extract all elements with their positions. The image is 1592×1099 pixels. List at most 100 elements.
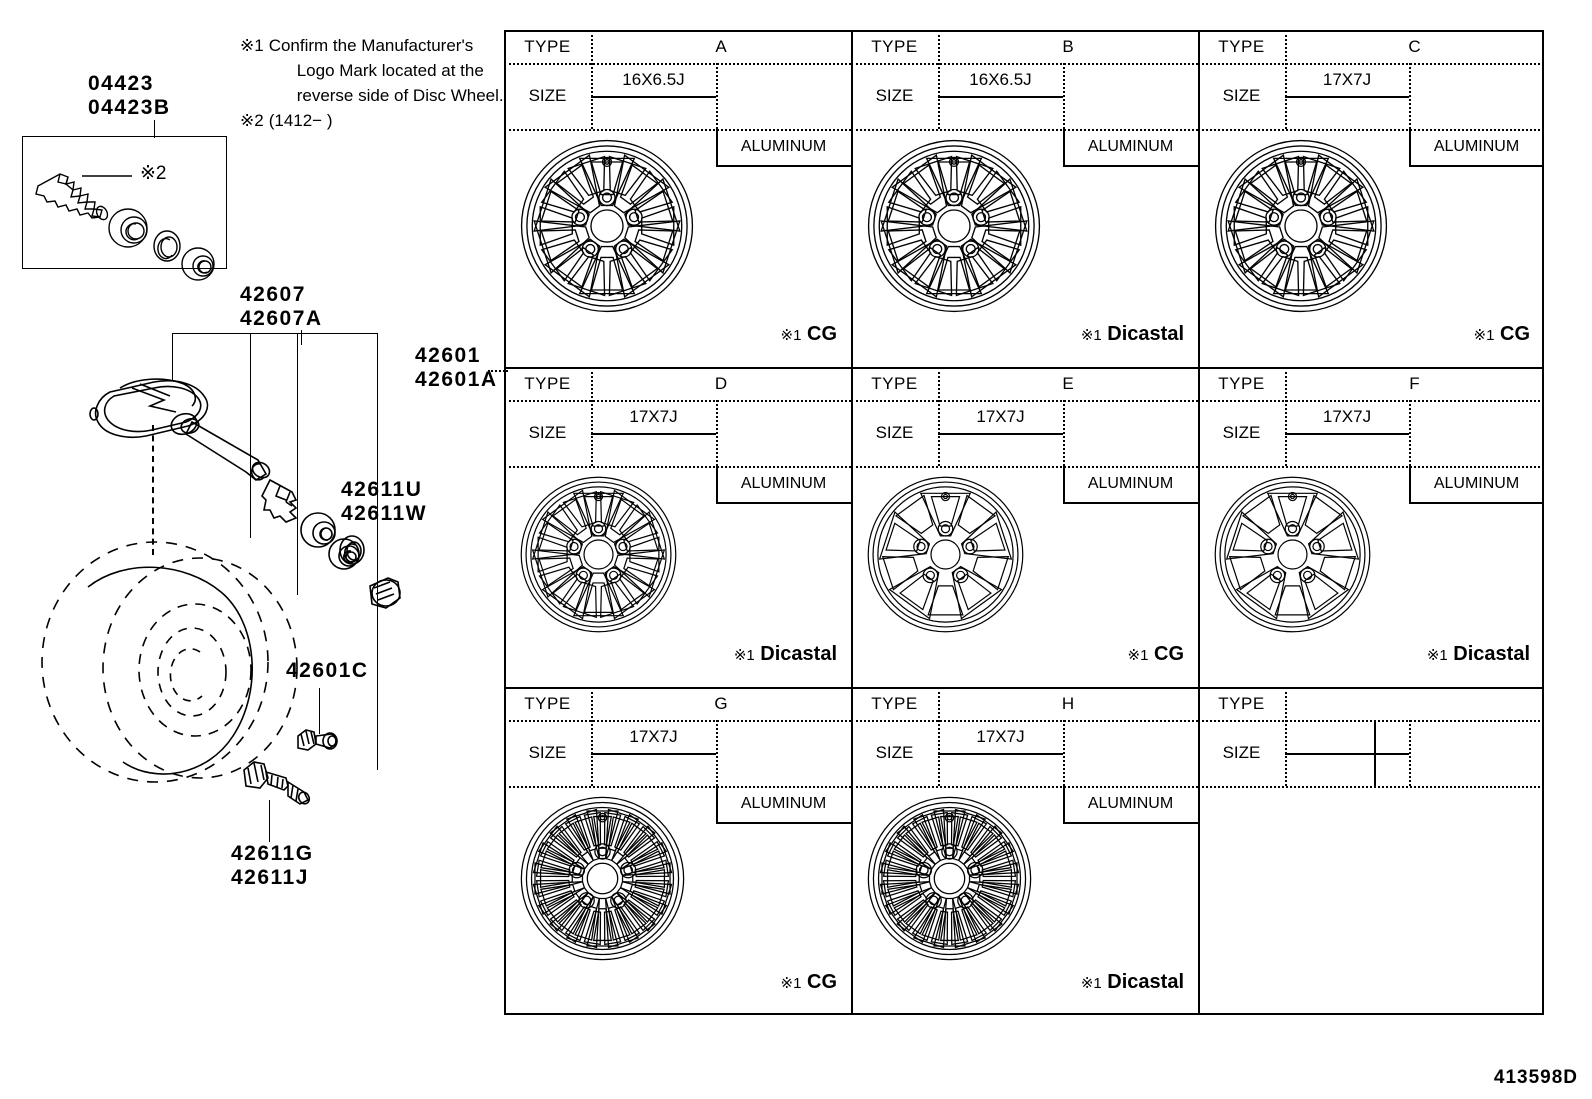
wheel-image-type-H xyxy=(865,794,1034,963)
diagram-id: 413598D xyxy=(1493,1067,1578,1088)
note-2-marker: ※2 xyxy=(240,111,264,130)
table-rule xyxy=(591,367,595,466)
label-42601-line1: 42601 xyxy=(415,344,481,367)
table-rule xyxy=(716,822,851,824)
note-1-line3: reverse side of Disc Wheel. xyxy=(296,86,504,105)
bracket-42607-arm1 xyxy=(172,333,173,381)
note-1-marker: ※1 xyxy=(240,36,264,55)
cell-size-label: SIZE xyxy=(875,743,914,762)
wheel-illustration xyxy=(867,139,1041,313)
cell-type-value: G xyxy=(714,693,728,713)
table-rule xyxy=(1198,687,1544,689)
label-04423-line1: 04423 xyxy=(88,72,154,95)
wheel-image-type-F xyxy=(1212,474,1373,635)
maker-mark: ※1 CG xyxy=(1128,643,1184,666)
cell-type-label: TYPE xyxy=(1218,373,1265,393)
table-rule xyxy=(1198,687,1200,1015)
wheel-image-type-B xyxy=(865,137,1043,315)
maker-mark: ※1 Dicastal xyxy=(734,643,837,666)
table-rule xyxy=(1063,400,1067,466)
table-rule xyxy=(1198,400,1544,404)
table-rule xyxy=(851,129,1198,133)
maker-mark: ※1 CG xyxy=(781,971,837,994)
table-rule xyxy=(1409,400,1413,466)
table-rule xyxy=(938,367,942,466)
leader-42601C xyxy=(319,688,320,734)
table-rule xyxy=(1198,63,1544,67)
cell-material-value: ALUMINUM xyxy=(1433,475,1520,492)
wheel-image-type-G xyxy=(518,794,687,963)
table-rule xyxy=(1409,466,1411,502)
table-rule xyxy=(1285,687,1289,786)
wheel-image-type-A xyxy=(518,137,696,315)
maker-name: CG xyxy=(1148,643,1184,665)
maker-marker: ※1 xyxy=(1426,647,1448,664)
wheel-illustration xyxy=(520,139,694,313)
table-rule xyxy=(1198,30,1200,367)
cell-size-label: SIZE xyxy=(1222,743,1261,762)
note-2-line1: (1412− ) xyxy=(268,111,333,130)
table-rule xyxy=(851,367,1198,369)
wheel-illustration xyxy=(520,796,685,961)
table-rule xyxy=(1374,720,1376,788)
cell-type-label: TYPE xyxy=(871,693,918,713)
table-rule xyxy=(504,30,506,1015)
table-rule xyxy=(504,1013,1544,1015)
cell-type-value: E xyxy=(1062,373,1074,393)
maker-name: CG xyxy=(801,323,837,345)
leader-42601 xyxy=(488,370,508,372)
table-rule xyxy=(504,129,851,133)
cell-size-label: SIZE xyxy=(528,86,567,105)
table-rule xyxy=(938,433,1063,435)
note-1-line2: Logo Mark located at the xyxy=(296,61,484,80)
cell-size-label: SIZE xyxy=(1222,86,1261,105)
table-rule xyxy=(716,466,718,502)
table-rule xyxy=(716,786,718,822)
tpms-sensor-illustration xyxy=(89,378,365,565)
label-42601C: 42601C xyxy=(286,659,369,683)
table-rule xyxy=(716,63,720,129)
maker-name: CG xyxy=(1494,323,1530,345)
table-rule xyxy=(591,96,716,98)
label-42611G-line2: 42611J xyxy=(231,866,309,889)
table-rule xyxy=(1285,30,1289,129)
table-rule xyxy=(504,367,851,369)
table-rule xyxy=(1063,786,1065,822)
table-rule xyxy=(1063,502,1198,504)
maker-marker: ※1 xyxy=(1080,327,1102,344)
table-rule xyxy=(716,165,851,167)
table-rule xyxy=(851,63,1198,67)
label-42611U: 42611U 42611W xyxy=(341,478,427,526)
table-rule xyxy=(591,687,595,786)
maker-name: Dicastal xyxy=(1101,971,1184,993)
label-42611G-line1: 42611G xyxy=(231,842,314,865)
cell-type-value: D xyxy=(714,373,728,393)
table-rule xyxy=(504,466,851,470)
table-rule xyxy=(851,687,1198,689)
cell-type-value: H xyxy=(1061,693,1075,713)
wheel-illustration xyxy=(1214,139,1388,313)
label-04423-line2: 04423B xyxy=(88,96,171,119)
cell-type-value: B xyxy=(1062,36,1074,56)
wheel-illustration xyxy=(867,796,1032,961)
table-rule xyxy=(716,502,851,504)
cell-size-label: SIZE xyxy=(528,423,567,442)
table-rule xyxy=(1285,96,1409,98)
cell-type-label: TYPE xyxy=(1218,36,1265,56)
leader-04423 xyxy=(154,120,155,138)
cell-material-value: ALUMINUM xyxy=(1433,138,1520,155)
wheel-image-type-D xyxy=(518,474,679,635)
table-rule xyxy=(716,400,720,466)
table-rule xyxy=(1063,63,1067,129)
table-rule xyxy=(1409,165,1544,167)
table-rule xyxy=(504,720,851,724)
label-42601-line2: 42601A xyxy=(415,368,498,391)
table-rule xyxy=(504,30,1544,32)
label-42607-line2: 42607A xyxy=(240,307,323,330)
maker-marker: ※1 xyxy=(780,975,802,992)
cell-material-value: ALUMINUM xyxy=(740,138,827,155)
wheel-illustration xyxy=(867,476,1024,633)
note-1-line1: Confirm the Manufacturer's xyxy=(268,36,474,55)
maker-marker: ※1 xyxy=(1473,327,1495,344)
label-42607-line1: 42607 xyxy=(240,283,306,306)
